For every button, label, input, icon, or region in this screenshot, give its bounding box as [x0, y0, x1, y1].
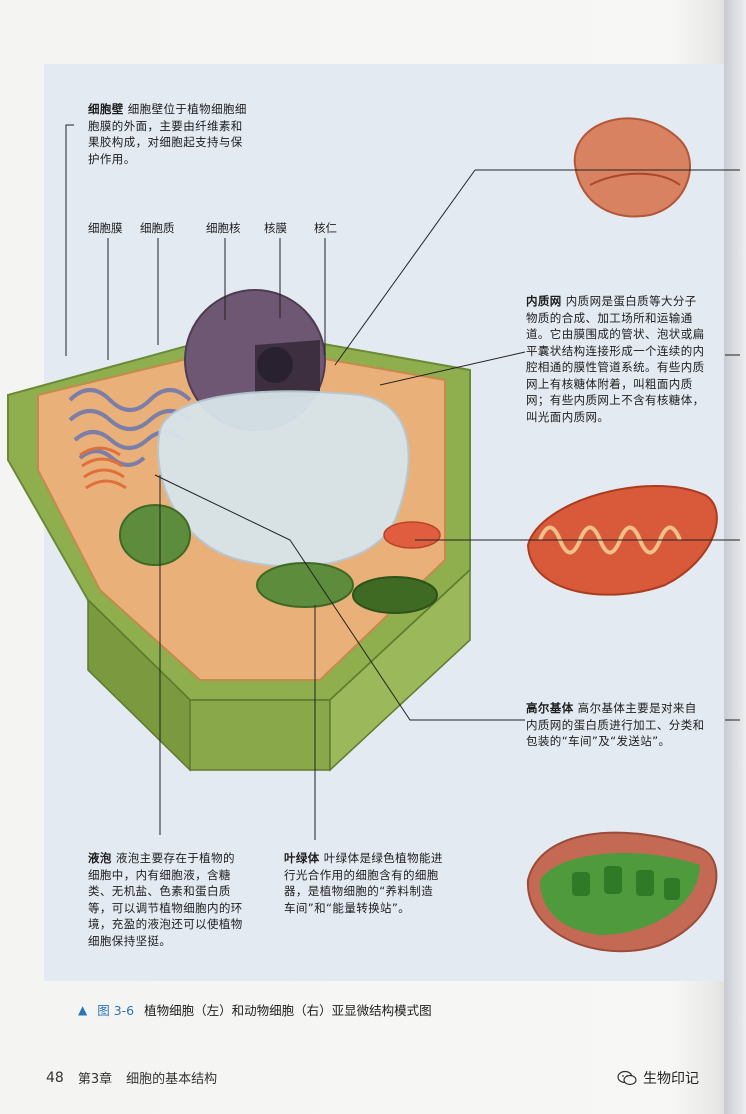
cell-wall-front [189, 699, 331, 771]
er-inset [573, 117, 691, 218]
chloroplast-text: 叶绿体是绿色植物能进行光合作用的细胞含有的细胞器，是植物细胞的“养料制造车间”和… [284, 851, 443, 915]
wechat-icon [617, 1070, 637, 1086]
golgi-text: 高尔基体主要是对来自内质网的蛋白质进行加工、分类和包装的“车间”及“发送站”。 [526, 701, 705, 748]
golgi-apparatus [79, 446, 127, 490]
cell-wall-title: 细胞壁 [88, 102, 124, 116]
chloroplasts [119, 504, 438, 614]
chloroplast-title: 叶绿体 [284, 851, 320, 865]
vacuole-text: 液泡主要存在于植物的细胞中，内有细胞液，含糖类、无机盐、色素和蛋白质等，可以调节… [88, 851, 243, 948]
label-nuclear-envelope: 核膜 [264, 221, 287, 235]
page-footer: 48 第3章 细胞的基本结构 [46, 1068, 218, 1088]
leader-lines [65, 124, 740, 840]
vacuole-label: 液泡 液泡主要存在于植物的细胞中，内有细胞液，含糖类、无机盐、色素和蛋白质等，可… [88, 850, 246, 949]
chapter-title: 细胞的基本结构 [126, 1072, 218, 1087]
er-title: 内质网 [526, 294, 562, 308]
caption-text: 植物细胞（左）和动物细胞（右）亚显微结构模式图 [144, 1003, 432, 1018]
endoplasmic-reticulum [68, 388, 192, 467]
brand-watermark: 生物印记 [617, 1068, 699, 1088]
label-nucleus: 细胞核 [206, 221, 241, 235]
label-nucleolus: 核仁 [314, 221, 337, 235]
page-number: 48 [46, 1069, 64, 1086]
vacuole [157, 390, 410, 568]
golgi-label: 高尔基体 高尔基体主要是对来自内质网的蛋白质进行加工、分类和包装的“车间”及“发… [526, 700, 708, 750]
plant-cell [7, 289, 471, 772]
label-cytoplasm: 细胞质 [140, 221, 175, 235]
label-cell-membrane: 细胞膜 [88, 221, 123, 235]
chapter-number: 第3章 [77, 1072, 113, 1087]
chloroplast-inset [526, 831, 718, 953]
er-label: 内质网 内质网是蛋白质等大分子物质的合成、加工场所和运输通道。它由膜围成的管状、… [526, 293, 708, 425]
mitochondrion-small [383, 521, 441, 549]
cell-wall-label: 细胞壁 细胞壁位于植物细胞细胞膜的外面，主要由纤维素和果胶构成，对细胞起支持与保… [88, 101, 250, 167]
golgi-title: 高尔基体 [526, 701, 574, 715]
cell-wall-right [329, 568, 471, 772]
cell-wall-text: 细胞壁位于植物细胞细胞膜的外面，主要由纤维素和果胶构成，对细胞起支持与保护作用。 [88, 102, 247, 166]
vacuole-title: 液泡 [88, 851, 112, 865]
figure-caption: ▲ 图 3-6 植物细胞（左）和动物细胞（右）亚显微结构模式图 [78, 1000, 432, 1019]
er-text: 内质网是蛋白质等大分子物质的合成、加工场所和运输通道。它由膜围成的管状、泡状或扁… [526, 294, 705, 424]
caption-triangle-icon: ▲ [78, 1002, 88, 1017]
page-gutter [724, 0, 746, 1114]
chloroplast-label: 叶绿体 叶绿体是绿色植物能进行光合作用的细胞含有的细胞器，是植物细胞的“养料制造… [284, 850, 444, 916]
caption-figure-number: 图 3-6 [97, 1003, 135, 1018]
brand-name: 生物印记 [643, 1071, 699, 1087]
